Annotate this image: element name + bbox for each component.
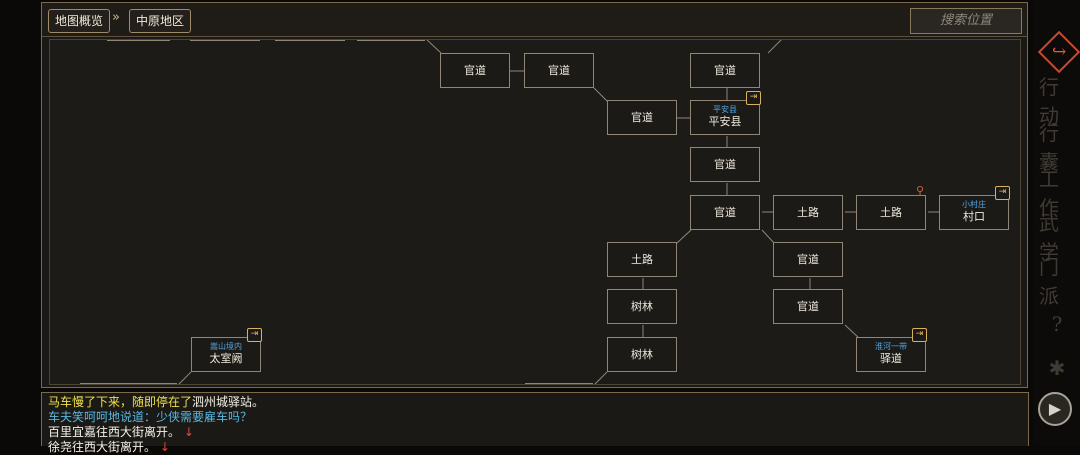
node-name: 平安县 xyxy=(708,115,742,128)
node-name: 树林 xyxy=(631,348,653,361)
log-line: 马车慢了下来，随即停在了泗州城驿站。 xyxy=(48,395,1022,410)
map-node-guandao[interactable]: 官道 xyxy=(690,53,760,88)
node-name: 官道 xyxy=(714,158,736,171)
node-name: 土路 xyxy=(880,206,902,219)
node-name: 土路 xyxy=(797,206,819,219)
node-name: 驿道 xyxy=(880,352,902,365)
work-button[interactable]: 工作 xyxy=(1039,167,1059,220)
map-node-pinganxian[interactable]: 平安县 平安县 xyxy=(690,100,760,135)
node-name: 官道 xyxy=(464,64,486,77)
map-node-yidao[interactable]: 淮河一带 驿道 xyxy=(856,337,926,372)
map-canvas[interactable]: 官道 官道 官道 官道 平安县 平安县 ⇥ 官道 官道 土路 土路 ⚲ 小村庄 … xyxy=(49,39,1021,385)
martial-button[interactable]: 武学 xyxy=(1039,211,1059,264)
side-menu: ↪ 行动 行囊 工作 武学 门派 ? ✱ xyxy=(1033,0,1080,446)
settings-icon: ✱ xyxy=(1048,356,1066,380)
node-name: 村口 xyxy=(963,210,985,223)
map-node-guandao[interactable]: 官道 xyxy=(690,195,760,230)
breadcrumb-current[interactable]: 中原地区 xyxy=(129,9,192,33)
return-arrow-icon: ↪ xyxy=(1051,42,1067,62)
enter-icon[interactable]: ⇥ xyxy=(912,328,927,342)
map-node-tulu-current[interactable]: 土路 xyxy=(856,195,926,230)
breadcrumb-root[interactable]: 地图概览 xyxy=(48,9,111,33)
node-name: 官道 xyxy=(548,64,570,77)
node-name: 土路 xyxy=(631,253,653,266)
log-line: 百里宜嘉往西大街离开。 ↓ xyxy=(48,425,1022,440)
enter-icon[interactable]: ⇥ xyxy=(995,186,1010,200)
log-text: 徐尧往西大街离开。 xyxy=(48,440,157,454)
node-name: 官道 xyxy=(714,206,736,219)
node-region-tag: 平安县 xyxy=(713,105,737,114)
settings-button[interactable]: ✱ xyxy=(1039,350,1075,386)
node-name: 官道 xyxy=(714,64,736,77)
map-node-tulu[interactable]: 土路 xyxy=(773,195,843,230)
node-region-tag: 小村庄 xyxy=(962,200,986,209)
map-node-guandao[interactable]: 官道 xyxy=(607,100,677,135)
log-text: 泗州城驿站。 xyxy=(192,395,265,409)
map-node-guandao[interactable]: 官道 xyxy=(773,289,843,324)
map-node-guandao[interactable]: 官道 xyxy=(440,53,510,88)
map-node-shulin[interactable]: 树林 xyxy=(607,337,677,372)
node-name: 官道 xyxy=(797,300,819,313)
map-node-guandao[interactable]: 官道 xyxy=(773,242,843,277)
log-text: 百里宜嘉往西大街离开。 xyxy=(48,425,181,439)
map-paths xyxy=(80,40,940,384)
sect-button[interactable]: 门派 xyxy=(1039,255,1059,308)
log-line: 车夫笑呵呵地说道：少侠需要雇车吗？ xyxy=(48,410,253,424)
map-node-cunkou[interactable]: 小村庄 村口 xyxy=(939,195,1009,230)
enter-icon[interactable]: ⇥ xyxy=(746,91,761,105)
message-log[interactable]: 马车慢了下来，随即停在了泗州城驿站。 车夫笑呵呵地说道：少侠需要雇车吗？ 百里宜… xyxy=(41,392,1029,454)
log-text: 马车慢了下来，随即停在了 xyxy=(48,395,193,409)
play-icon[interactable]: ▶ xyxy=(1038,392,1072,426)
node-region-tag: 嵩山境内 xyxy=(210,342,242,351)
node-name: 树林 xyxy=(631,300,653,313)
map-node-taishique[interactable]: 嵩山境内 太室阙 xyxy=(191,337,261,372)
node-name: 官道 xyxy=(797,253,819,266)
node-name: 太室阙 xyxy=(209,352,243,365)
map-node-guandao[interactable]: 官道 xyxy=(524,53,594,88)
map-node-tulu[interactable]: 土路 xyxy=(607,242,677,277)
location-pin-icon: ⚲ xyxy=(916,184,925,197)
enter-icon[interactable]: ⇥ xyxy=(247,328,262,342)
action-button[interactable]: 行动 xyxy=(1039,75,1059,128)
breadcrumb-separator-icon: » xyxy=(112,10,120,25)
help-button[interactable]: ? xyxy=(1051,312,1063,336)
node-region-tag: 淮河一带 xyxy=(875,342,907,351)
map-node-guandao[interactable]: 官道 xyxy=(690,147,760,182)
map-header: 地图概览 » 中原地区 搜索位置 xyxy=(42,3,1027,37)
map-panel: 地图概览 » 中原地区 搜索位置 xyxy=(41,2,1028,388)
bag-button[interactable]: 行囊 xyxy=(1039,121,1059,174)
node-name: 官道 xyxy=(631,111,653,124)
down-arrow-icon: ↓ xyxy=(183,425,194,439)
return-button[interactable]: ↪ xyxy=(1037,30,1080,74)
map-node-shulin[interactable]: 树林 xyxy=(607,289,677,324)
search-input[interactable]: 搜索位置 xyxy=(910,8,1022,34)
down-arrow-icon: ↓ xyxy=(159,440,170,454)
log-line: 徐尧往西大街离开。 ↓ xyxy=(48,440,1022,455)
